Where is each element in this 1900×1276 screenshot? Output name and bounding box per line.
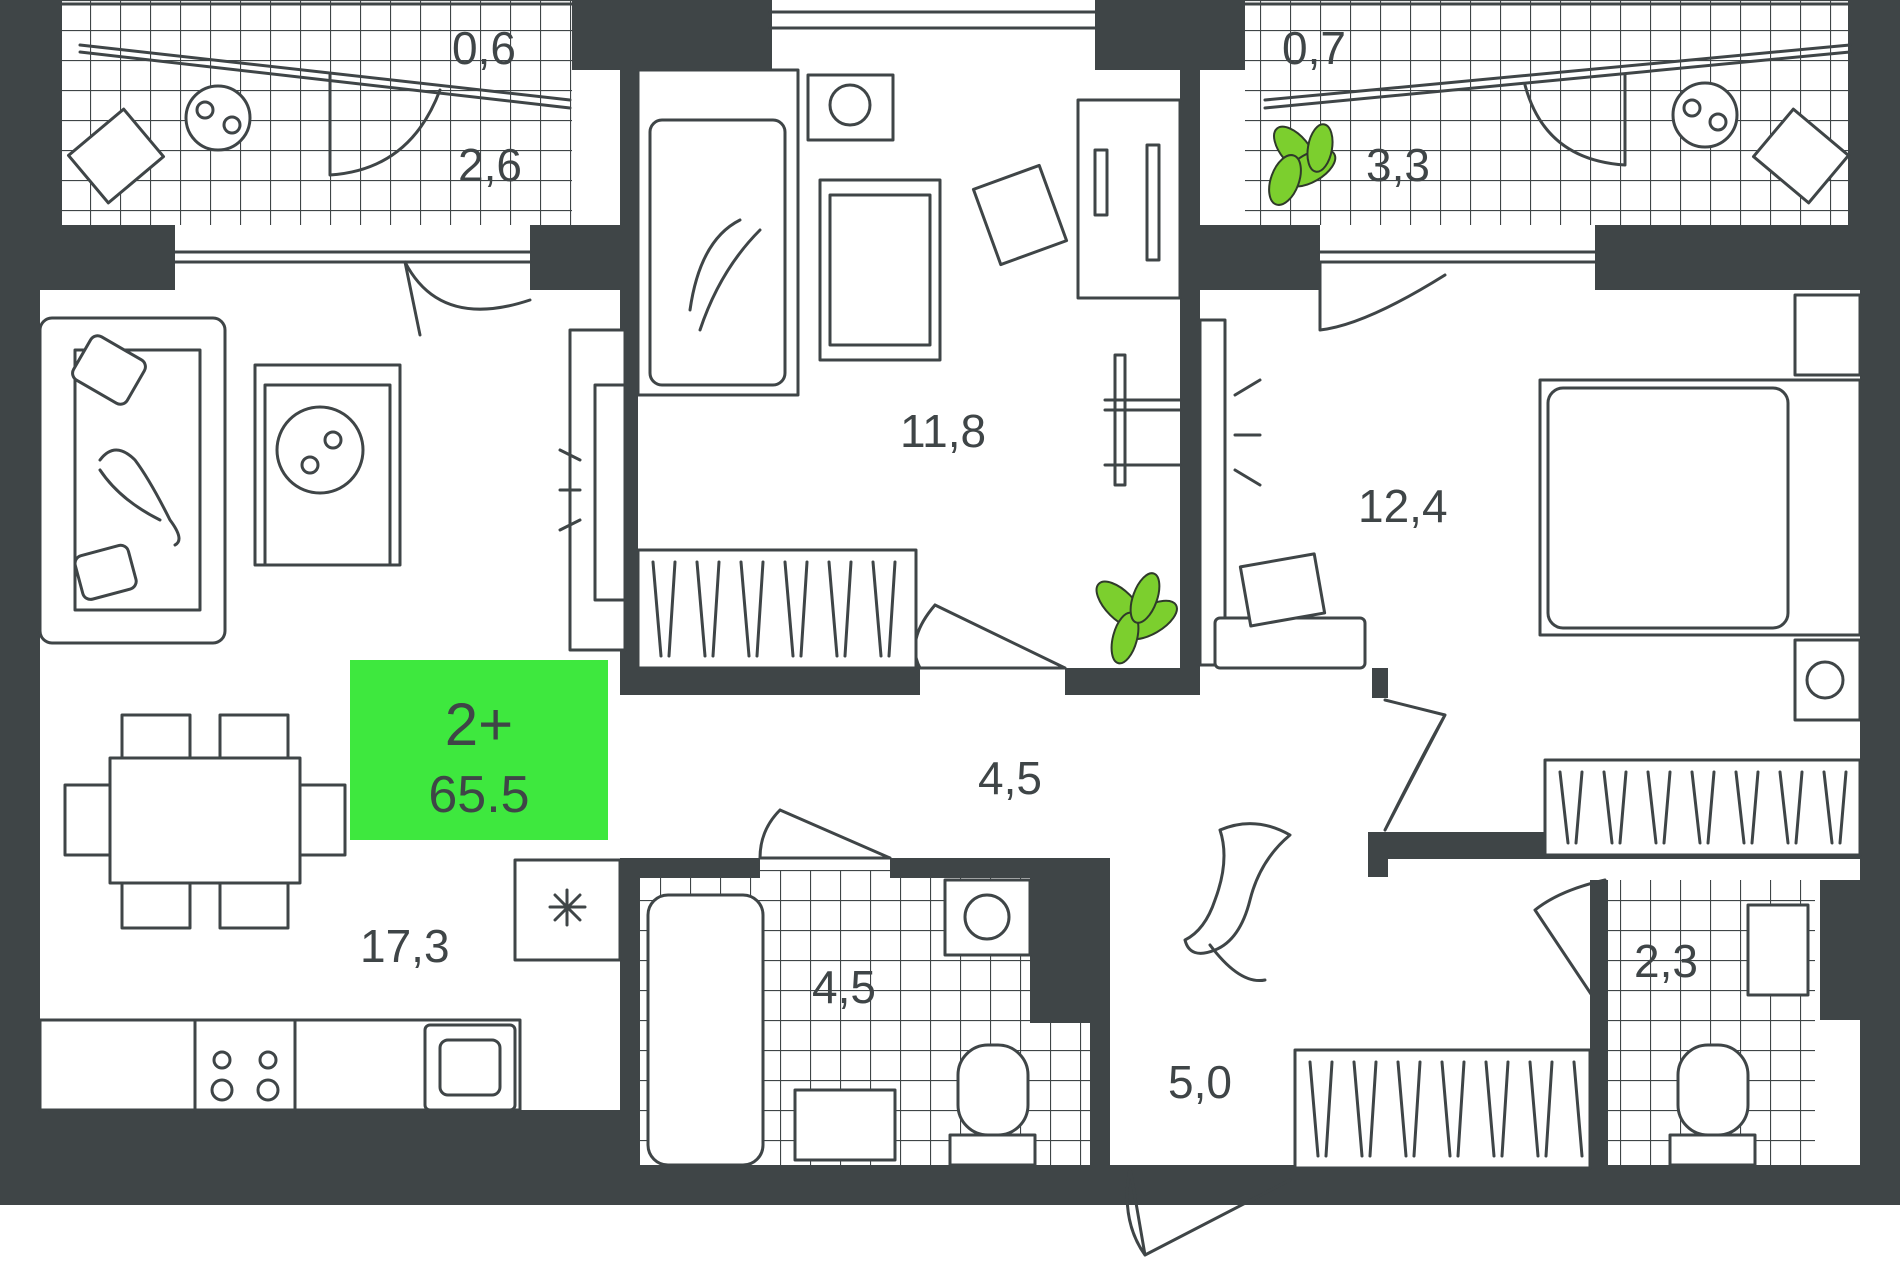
badge-background [350, 660, 608, 840]
area-bedroom-right: 12,4 [1358, 480, 1448, 532]
area-balcony-left-small: 0,6 [452, 22, 516, 74]
plant-icon [1268, 123, 1337, 206]
hatch-stroke [1690, 770, 1702, 845]
dining-table [63, 713, 347, 930]
bedroom-right-furniture [1198, 293, 1862, 857]
hatch-stroke [783, 560, 795, 658]
window-frames [60, 2, 1850, 264]
hatch-stroke [1484, 1060, 1496, 1158]
wardrobe-hatch-corridor [1308, 1060, 1584, 1158]
hatch-stroke [1412, 1060, 1422, 1158]
hatch-stroke [1352, 1060, 1364, 1158]
hatch-stroke [1734, 770, 1746, 845]
hatch-stroke [887, 560, 897, 658]
hatch-stroke [667, 560, 677, 658]
hatch-stroke [1500, 1060, 1510, 1158]
hatch-stroke [1574, 770, 1584, 845]
hatch-stroke [1368, 1060, 1378, 1158]
hatch-stroke [1706, 770, 1716, 845]
wardrobe-hatch-right [1558, 770, 1848, 845]
hatch-stroke [843, 560, 853, 658]
area-balcony-right-small: 0,7 [1282, 22, 1346, 74]
hatch-stroke [1794, 770, 1804, 845]
hatch-stroke [1558, 770, 1570, 845]
area-bedroom-middle: 11,8 [900, 405, 986, 457]
bathroom-furniture [646, 878, 1037, 1167]
area-balcony-left: 2,6 [458, 139, 522, 191]
plant-icon [1095, 572, 1178, 665]
hatch-stroke [711, 560, 721, 658]
hatch-stroke [1662, 770, 1672, 845]
area-corridor: 5,0 [1168, 1056, 1232, 1108]
walls [0, 0, 1900, 1205]
doors [403, 260, 1607, 1257]
area-hall: 4,5 [978, 752, 1042, 804]
hatch-stroke [1778, 770, 1790, 845]
area-kitchen-living: 17,3 [360, 920, 450, 972]
balcony-right-furniture [1263, 43, 1852, 206]
area-balcony-right: 3,3 [1366, 139, 1430, 191]
living-furniture [38, 316, 627, 652]
hatch-stroke [1618, 770, 1628, 845]
dog-doodle [1183, 822, 1292, 983]
hatch-stroke [651, 560, 663, 658]
wardrobe-hatch-middle [651, 560, 897, 658]
hatch-stroke [695, 560, 707, 658]
hatch-stroke [1308, 1060, 1320, 1158]
hatch-stroke [827, 560, 839, 658]
bedroom-middle-furniture [636, 68, 1182, 670]
hatch-stroke [1528, 1060, 1540, 1158]
balcony-left-furniture [66, 43, 572, 205]
hatch-stroke [1602, 770, 1614, 845]
area-bathroom: 4,5 [812, 961, 876, 1013]
hatch-stroke [1544, 1060, 1554, 1158]
hatch-stroke [1646, 770, 1658, 845]
hatch-stroke [755, 560, 765, 658]
area-toilet: 2,3 [1634, 935, 1698, 987]
hatch-stroke [1324, 1060, 1334, 1158]
hatch-stroke [1456, 1060, 1466, 1158]
hatch-stroke [739, 560, 751, 658]
kitchen-furniture [38, 858, 622, 1112]
hatch-stroke [1572, 1060, 1584, 1158]
apartment-badge: 2+ 65.5 [350, 660, 608, 840]
hatch-stroke [1440, 1060, 1452, 1158]
toilet-furniture [1668, 903, 1810, 1167]
hatch-stroke [1750, 770, 1760, 845]
badge-total-area: 65.5 [428, 766, 529, 824]
badge-rooms: 2+ [445, 691, 513, 758]
hatch-stroke [799, 560, 809, 658]
hatch-stroke [1838, 770, 1848, 845]
area-labels: 0,6 2,6 0,7 3,3 11,8 12,4 17,3 4,5 4,5 5… [360, 22, 1698, 1108]
hatch-stroke [871, 560, 883, 658]
hatch-stroke [1822, 770, 1834, 845]
hatch-stroke [1396, 1060, 1408, 1158]
